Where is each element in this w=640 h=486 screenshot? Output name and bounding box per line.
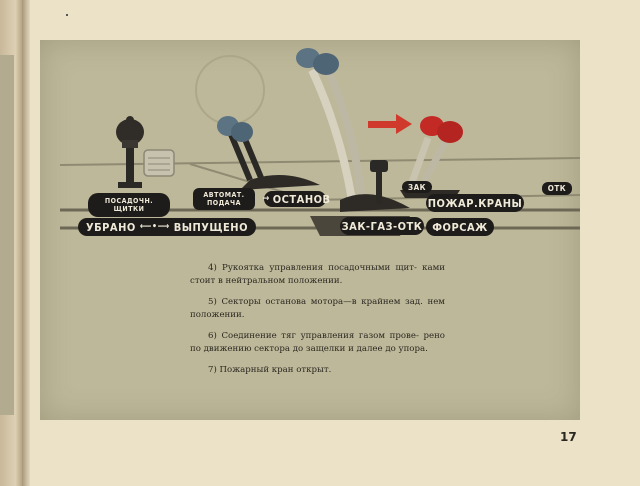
flaps-label-line2: ЩИТКИ [113,205,145,213]
blue-knob-left-b [231,122,253,142]
closed-label: ЗАК [402,181,432,193]
auto-feed-line1: АВТОМАТ. [203,191,245,199]
guide-line-upper [59,157,580,166]
auto-feed-label: АВТОМАТ. ПОДАЧА [193,188,255,210]
instruction-item: 4) Рукоятка управления посадочными щит- … [190,263,445,286]
blue-knob-tall-b [313,53,339,75]
flap-lever [116,116,144,188]
throttle-lever [296,48,410,212]
faint-circle-mark [195,55,265,125]
left-page-plate [0,55,14,415]
stop-lever [217,116,320,190]
flaps-label-line1: ПОСАДОЧН. [104,197,154,205]
book-gutter [22,0,30,486]
fire-valves-label: ПОЖАР.КРАНЫ [426,194,524,212]
auto-feed-line2: ПОДАЧА [206,199,242,207]
afterburner-label: ФОРСАЖ [426,218,494,236]
instruction-item: 5) Секторы останова мотора—в крайнем зад… [190,297,445,320]
retracted-label: УБРАНО [86,220,136,234]
extended-label: ВЫПУЩЕНО [173,220,248,234]
page-number: 17 [560,430,577,444]
throttle-range-label: ЗАК-ГАЗ-ОТК [340,217,424,235]
stop-label-text: ОСТАНОВ [272,192,331,206]
stop-label: → ОСТАНОВ [262,191,330,207]
flap-valve-housing [143,149,175,177]
instruction-item: 6) Соединение тяг управления газом прове… [190,331,445,354]
flaps-position-label: УБРАНО ⟵•⟶ ВЫПУЩЕНО [78,218,256,236]
red-direction-arrow [368,114,412,134]
page-speck [66,14,68,16]
instruction-item: 7) Пожарный кран открыт. [208,365,332,375]
double-arrow-icon: ⟵•⟶ [139,222,170,232]
right-arrow-icon: → [262,194,270,204]
open-label: ОТК [542,182,572,195]
instructions-text: 4) Рукоятка управления посадочными щит- … [190,262,445,385]
center-small-lever [370,160,388,204]
flaps-label: ПОСАДОЧН. ЩИТКИ [88,193,170,217]
red-knob-b [437,121,463,143]
